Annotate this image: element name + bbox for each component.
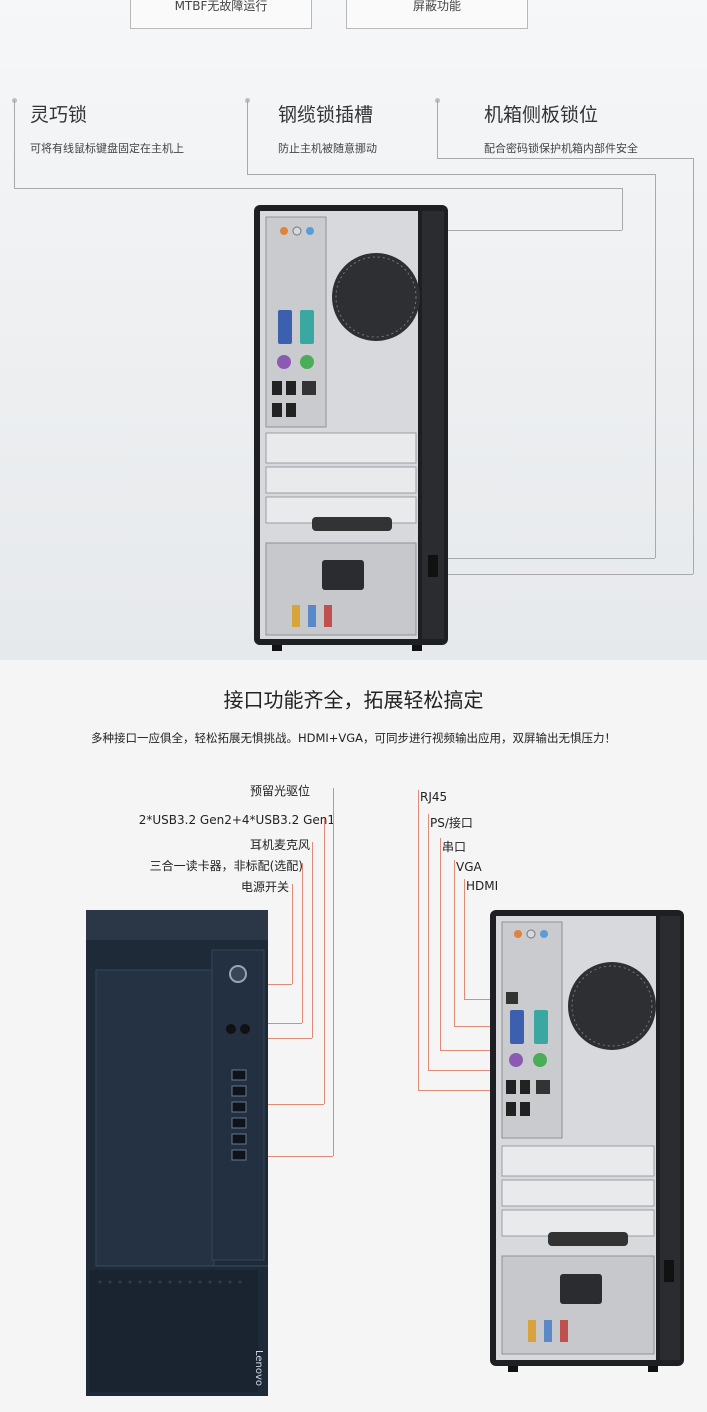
callout-line (14, 188, 622, 189)
callout-line (428, 230, 622, 231)
callout-line (464, 879, 465, 999)
feature-desc: 配合密码锁保护机箱内部件安全 (484, 142, 638, 155)
rear-label-rj45: RJ45 (420, 790, 448, 804)
callout-line (693, 158, 694, 574)
callout-line (428, 1070, 510, 1071)
feature-desc: 防止主机被随意挪动 (278, 142, 377, 155)
rear-label-hdmi: HDMI (466, 879, 499, 893)
front-label-usb: 2*USB3.2 Gen2+4*USB3.2 Gen1 (138, 813, 335, 827)
callout-line (247, 100, 248, 174)
callout-line (622, 188, 623, 230)
callout-line (440, 1050, 538, 1051)
callout-line (302, 863, 303, 1023)
lenovo-logo: Lenovo (253, 1350, 264, 1386)
mtbf-box: MTBF无故障运行 (130, 0, 312, 29)
callout-line (440, 838, 441, 1050)
ports-section-title: 接口功能齐全，拓展轻松搞定 (223, 688, 484, 712)
pc-rear-image (254, 205, 448, 651)
callout-line (418, 1090, 510, 1091)
callout-line (454, 1026, 510, 1027)
callout-line (258, 984, 292, 985)
feature-title: 钢缆锁插槽 (278, 104, 374, 126)
pc-front-image: Lenovo (86, 910, 268, 1396)
front-label-card-reader: 三合一读卡器，非标配(选配) (149, 859, 303, 873)
callout-line (437, 100, 438, 158)
shielding-box-label: 屏蔽功能 (412, 0, 461, 13)
feature-desc: 可将有线鼠标键盘固定在主机上 (30, 142, 184, 155)
feature-title: 灵巧锁 (30, 104, 88, 126)
callout-line (333, 788, 334, 1156)
rear-label-serial: 串口 (442, 840, 467, 854)
callout-line (262, 1023, 302, 1024)
callout-line (437, 158, 693, 159)
rear-label-vga: VGA (456, 860, 482, 874)
security-features-section: MTBF无故障运行 屏蔽功能 灵巧锁 可将有线鼠标键盘固定在主机上 钢缆锁插槽 … (0, 0, 707, 660)
callout-line (464, 999, 510, 1000)
pc-rear-image-2 (490, 910, 684, 1372)
front-label-audio: 耳机麦克风 (249, 838, 310, 852)
callout-line (14, 100, 15, 188)
callout-line (312, 842, 313, 1038)
callout-line (428, 814, 429, 1070)
mtbf-box-label: MTBF无故障运行 (174, 0, 268, 13)
ports-section-subtitle: 多种接口一应俱全，轻松拓展无惧挑战。HDMI+VGA，可同步进行视频输出应用，双… (90, 731, 617, 745)
callout-line (454, 860, 455, 1026)
feature-title: 机箱侧板锁位 (484, 104, 599, 126)
ports-section: 接口功能齐全，拓展轻松搞定 多种接口一应俱全，轻松拓展无惧挑战。HDMI+VGA… (0, 660, 707, 1412)
callout-line (324, 818, 325, 1104)
callout-line (655, 174, 656, 558)
callout-line (247, 174, 655, 175)
front-label-power: 电源开关 (240, 880, 289, 894)
callout-line (445, 574, 693, 575)
callout-line (418, 790, 419, 1090)
rear-label-ps2: PS/接口 (430, 816, 473, 830)
callout-line (262, 1038, 312, 1039)
shielding-box: 屏蔽功能 (346, 0, 528, 29)
front-label-optical-bay: 预留光驱位 (249, 784, 310, 798)
callout-line (262, 1104, 324, 1105)
callout-line (292, 884, 293, 984)
callout-line (432, 558, 655, 559)
